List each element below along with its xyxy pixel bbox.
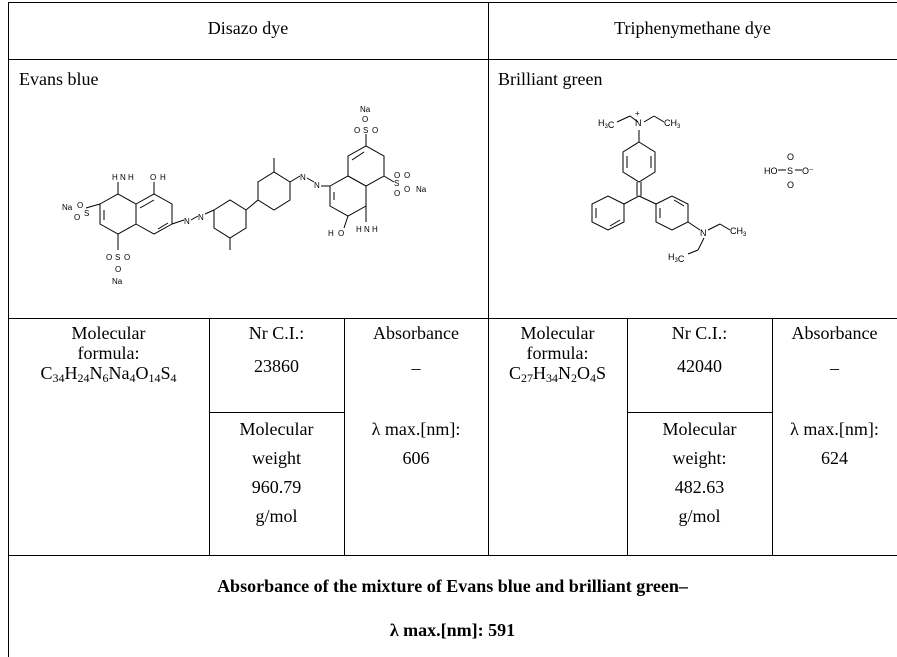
- right-ci-label: Nr C.I.:: [671, 323, 728, 343]
- dye-name-brilliant-green: Brilliant green: [498, 69, 603, 89]
- svg-text:O: O: [404, 171, 410, 180]
- left-formula-label-1: Molecular: [71, 323, 146, 343]
- svg-text:+: +: [635, 109, 640, 118]
- svg-text:Na: Na: [112, 277, 123, 286]
- row-divider-header: [8, 59, 897, 60]
- right-weight-line-2: weight:: [672, 448, 727, 468]
- left-weight-line-1: Molecular: [239, 419, 314, 439]
- left-weight-line-3: 960.79: [251, 477, 302, 497]
- svg-text:O⁻: O⁻: [802, 166, 814, 176]
- left-absorbance-dash: –: [411, 358, 421, 378]
- left-weight-line-4: g/mol: [255, 506, 298, 526]
- svg-text:O: O: [115, 265, 121, 274]
- right-formula-label-1: Molecular: [520, 323, 595, 343]
- svg-text:O: O: [124, 253, 130, 262]
- column-divider-left-1: [209, 318, 210, 556]
- left-ci-label: Nr C.I.:: [248, 323, 305, 343]
- right-weight-line-4: g/mol: [678, 506, 721, 526]
- header-triphenylmethane-dye: Triphenymethane dye: [614, 18, 771, 38]
- left-ci-value: 23860: [254, 356, 299, 376]
- svg-text:CH3: CH3: [664, 118, 681, 130]
- right-weight-line-1: Molecular: [662, 419, 737, 439]
- svg-text:H: H: [356, 225, 362, 234]
- svg-text:O: O: [338, 229, 344, 238]
- column-divider-right-2: [772, 318, 773, 556]
- ci-weight-divider-right: [627, 412, 772, 413]
- right-absorbance-label: Absorbance: [791, 323, 878, 343]
- svg-text:N: N: [300, 173, 306, 182]
- svg-text:CH3: CH3: [730, 226, 747, 238]
- svg-text:N: N: [198, 213, 204, 222]
- left-formula-value: C34H24N6Na4O14S4: [40, 363, 177, 385]
- column-divider-main: [488, 2, 489, 556]
- svg-text:HO: HO: [764, 166, 778, 176]
- right-lambda-value: 624: [821, 448, 848, 468]
- svg-text:H: H: [112, 173, 118, 182]
- svg-text:N: N: [314, 181, 320, 190]
- svg-text:N: N: [700, 228, 707, 238]
- svg-text:N: N: [364, 225, 370, 234]
- right-weight-line-3: 482.63: [674, 477, 725, 497]
- svg-text:Na: Na: [62, 203, 73, 212]
- svg-text:O: O: [77, 201, 83, 210]
- left-weight-line-2: weight: [252, 448, 301, 468]
- svg-text:O: O: [106, 253, 112, 262]
- svg-text:O: O: [362, 115, 368, 124]
- ci-weight-divider-left: [209, 412, 345, 413]
- svg-text:S: S: [394, 179, 399, 188]
- right-formula-value: C27H34N2O4S: [508, 363, 607, 385]
- right-absorbance-dash: –: [830, 358, 839, 378]
- header-disazo-dye: Disazo dye: [207, 18, 289, 38]
- table-top-border: [8, 2, 897, 3]
- svg-text:O: O: [787, 180, 794, 190]
- svg-text:S: S: [363, 126, 368, 135]
- svg-text:Na: Na: [416, 185, 427, 194]
- right-ci-value: 42040: [677, 356, 722, 376]
- svg-text:O: O: [150, 173, 156, 182]
- svg-text:H3C: H3C: [668, 252, 685, 264]
- evans-blue-structure: Na O S O H N H O H O S O O Na N N N N H …: [62, 105, 427, 286]
- svg-text:S: S: [787, 166, 793, 176]
- column-divider-left-2: [344, 318, 345, 556]
- svg-text:H: H: [160, 173, 166, 182]
- svg-text:H: H: [128, 173, 134, 182]
- svg-text:O: O: [372, 126, 378, 135]
- svg-text:H: H: [328, 229, 334, 238]
- row-divider-structure: [8, 318, 897, 319]
- svg-text:O: O: [394, 189, 400, 198]
- svg-text:N: N: [120, 173, 126, 182]
- svg-text:O: O: [74, 213, 80, 222]
- svg-text:O: O: [354, 126, 360, 135]
- mixture-lambda-value: λ max.[nm]: 591: [389, 620, 516, 640]
- svg-text:O: O: [404, 185, 410, 194]
- row-divider-properties: [8, 555, 897, 556]
- svg-text:N: N: [635, 118, 642, 128]
- svg-text:H3C: H3C: [598, 118, 615, 130]
- right-formula-label-2: formula:: [526, 343, 589, 363]
- svg-text:H: H: [372, 225, 378, 234]
- mixture-absorbance-title: Absorbance of the mixture of Evans blue …: [217, 576, 688, 596]
- left-absorbance-label: Absorbance: [373, 323, 459, 343]
- svg-text:O: O: [394, 171, 400, 180]
- left-formula-label-2: formula:: [77, 343, 140, 363]
- table-left-border: [8, 2, 9, 657]
- svg-text:Na: Na: [360, 105, 371, 114]
- svg-text:N: N: [184, 217, 190, 226]
- svg-text:S: S: [115, 253, 120, 262]
- column-divider-right-1: [627, 318, 628, 556]
- left-lambda-label: λ max.[nm]:: [371, 419, 461, 439]
- svg-text:O: O: [787, 152, 794, 162]
- left-lambda-value: 606: [402, 448, 430, 468]
- dye-name-evans-blue: Evans blue: [19, 69, 99, 89]
- svg-text:S: S: [84, 209, 89, 218]
- right-lambda-label: λ max.[nm]:: [790, 419, 879, 439]
- brilliant-green-structure: H3C + N CH3 N CH3 H3C HO S O O O⁻: [591, 109, 814, 264]
